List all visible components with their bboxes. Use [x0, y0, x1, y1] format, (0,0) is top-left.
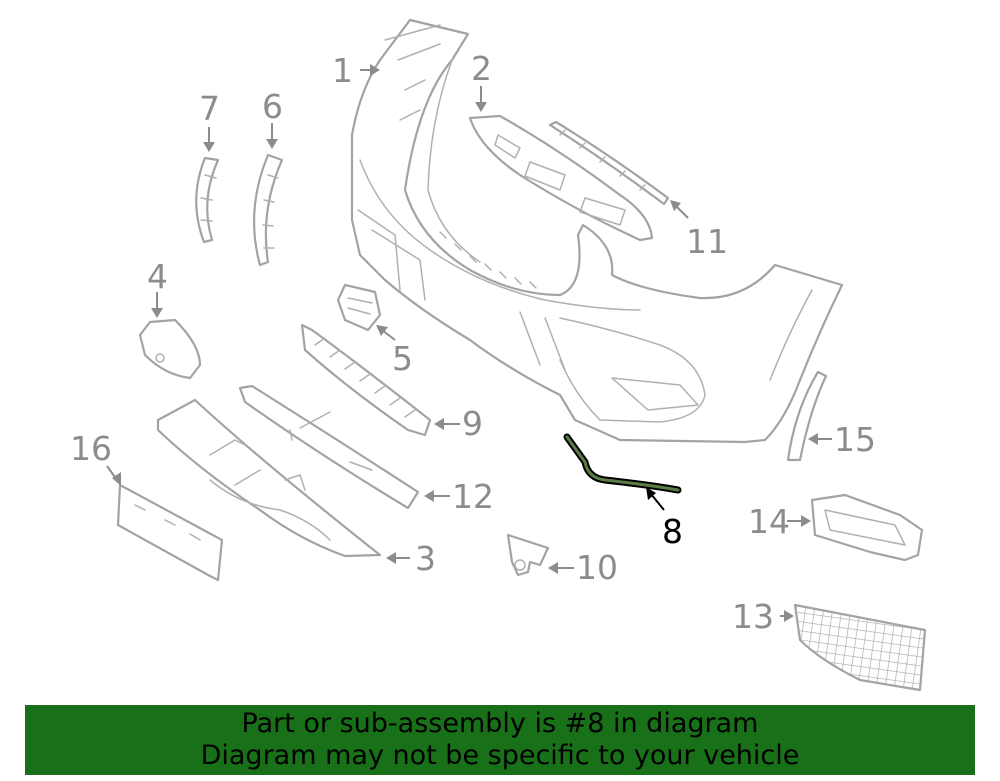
banner-line-1: Part or sub-assembly is #8 in diagram [241, 708, 759, 739]
banner-line-2: Diagram may not be specific to your vehi… [200, 740, 800, 771]
callout-labels: 1 2 3 4 5 6 7 8 9 10 11 12 13 14 15 16 [70, 49, 876, 636]
callout-7: 7 [199, 89, 220, 128]
part-bracket-5 [336, 283, 382, 332]
part-upper-grille-trim [468, 114, 654, 242]
leader-lines [106, 64, 832, 622]
callout-15: 15 [834, 420, 876, 459]
part-sensor [506, 533, 550, 577]
callout-13: 13 [732, 597, 774, 636]
part-side-bracket-6 [253, 153, 284, 267]
part-license-plate-bracket [116, 483, 224, 582]
callout-2: 2 [471, 49, 492, 88]
callout-3: 3 [415, 539, 436, 578]
part-side-bracket-15 [786, 370, 828, 462]
part-mesh-grille [793, 603, 927, 692]
part-lower-grille [300, 323, 432, 437]
callout-1: 1 [332, 51, 353, 90]
callout-12: 12 [452, 477, 494, 516]
part-trim-strip-highlighted [563, 433, 682, 494]
callout-8: 8 [662, 512, 683, 551]
part-side-bracket-7 [195, 156, 220, 244]
callout-10: 10 [576, 548, 618, 587]
part-bumper-cover [350, 18, 844, 444]
callout-9: 9 [462, 404, 483, 443]
callout-11: 11 [686, 222, 728, 261]
part-fog-lamp-cover [138, 318, 202, 380]
callout-5: 5 [392, 339, 413, 378]
part-chrome-strip [548, 120, 670, 206]
part-reinforcement [238, 384, 420, 510]
callout-16: 16 [70, 429, 112, 468]
part-fog-lamp-bezel [810, 493, 924, 562]
callout-14: 14 [748, 502, 790, 541]
info-banner: Part or sub-assembly is #8 in diagram Di… [25, 705, 975, 775]
part-lower-valance [156, 398, 382, 558]
callout-6: 6 [262, 87, 283, 126]
callout-4: 4 [147, 257, 168, 296]
parts-diagram: 1 2 3 4 5 6 7 8 9 10 11 12 13 14 15 16 [70, 18, 927, 692]
